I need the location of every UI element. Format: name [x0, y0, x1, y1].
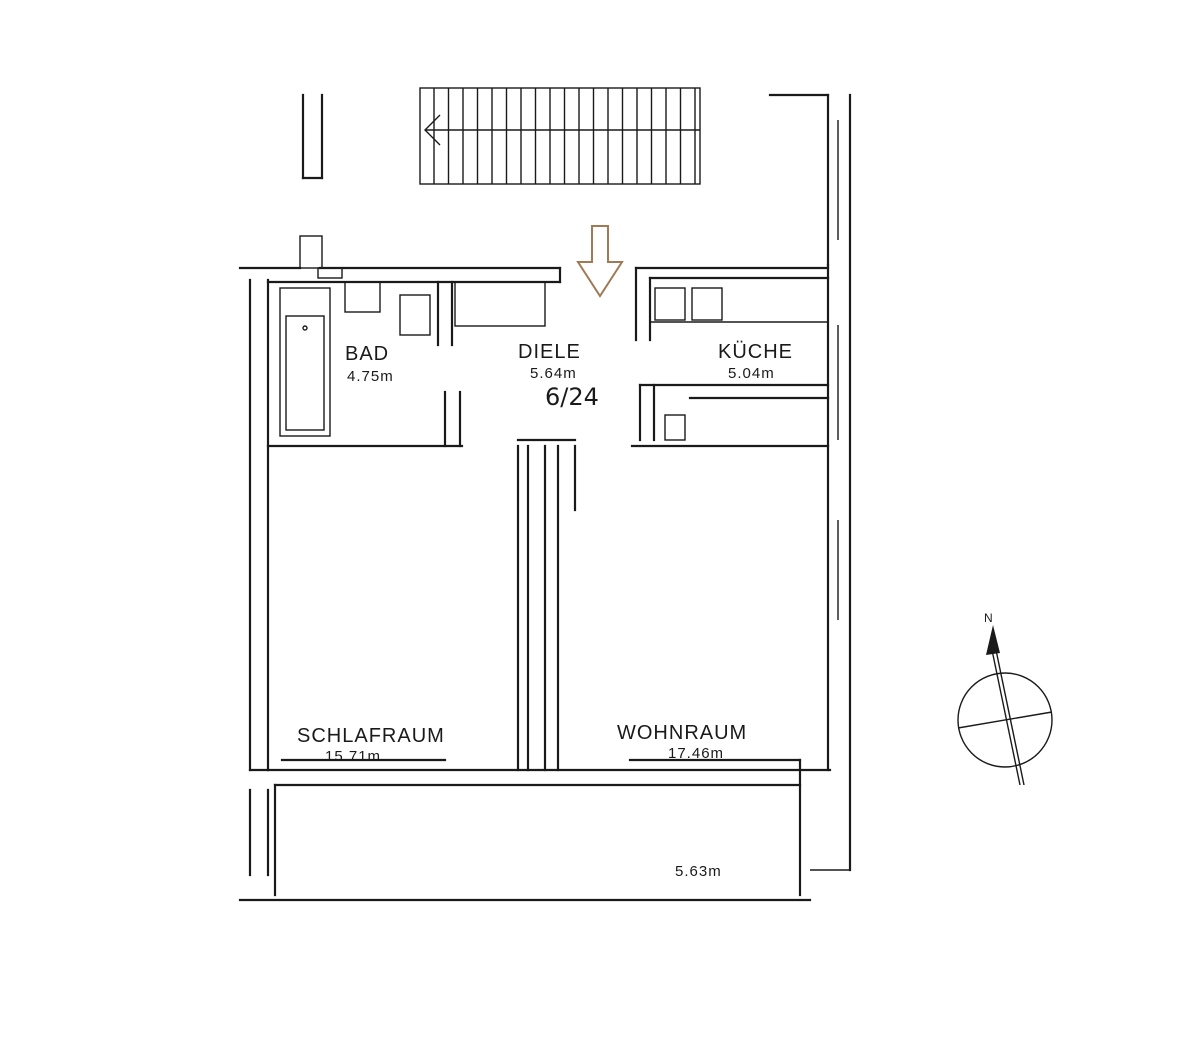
entrance-arrow	[576, 225, 624, 298]
room-area-kueche: 5.04m	[728, 365, 775, 382]
room-area-bad: 4.75m	[347, 368, 394, 385]
room-label-schlafraum: SCHLAFRAUM	[297, 725, 445, 747]
fridge	[664, 414, 686, 441]
room-area-schlafraum: 15.71m	[325, 748, 381, 765]
room-area-diele: 5.64m	[530, 365, 577, 382]
toilet	[399, 294, 431, 336]
handwritten-note: 6/24	[545, 383, 599, 411]
outer-walls	[238, 93, 852, 872]
room-area-balkon: 5.63m	[675, 863, 722, 880]
bathtub	[279, 287, 331, 437]
interior-walls	[516, 438, 577, 772]
kitchen	[630, 266, 830, 448]
balcony	[238, 758, 850, 902]
room-label-wohnraum: WOHNRAUM	[617, 722, 747, 744]
room-label-bad: BAD	[345, 343, 389, 365]
sink	[691, 287, 723, 321]
room-label-kueche: KÜCHE	[718, 341, 793, 363]
staircase	[301, 87, 830, 267]
compass: N	[957, 611, 1053, 786]
compass-north-label: N	[984, 611, 993, 625]
stove	[654, 287, 686, 321]
washbasin	[344, 281, 381, 313]
room-label-diele: DIELE	[518, 341, 581, 363]
room-area-wohnraum: 17.46m	[668, 745, 724, 762]
compass-needle-icon	[986, 625, 1000, 655]
bathroom	[266, 266, 562, 448]
